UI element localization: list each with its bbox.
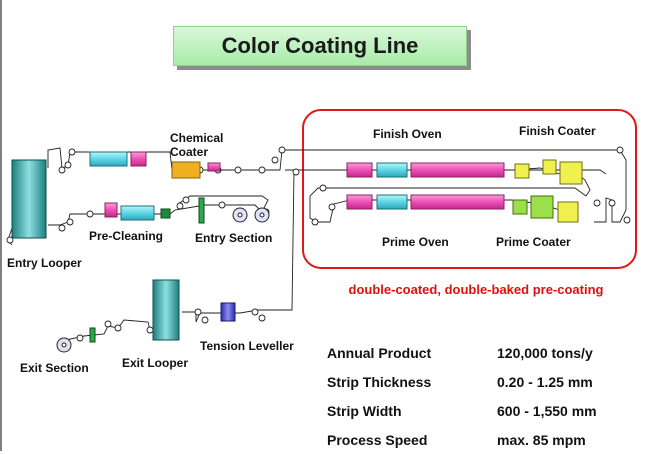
chemical-coater-pink [207, 162, 221, 172]
spec-name: Annual Product [327, 344, 432, 361]
spec-value: 0.20 - 1.25 mm [497, 373, 593, 390]
page-title: Color Coating Line [221, 33, 419, 58]
label-entry-looper: Entry Looper [7, 256, 82, 270]
spec-value: 120,000 tons/y [497, 344, 593, 361]
finish-oven-pink-main [410, 162, 505, 178]
spec-row: Process Speed max. 85 mpm [327, 425, 597, 454]
pre-cleaning-pink [104, 202, 118, 218]
prime-oven-pink-main [410, 194, 505, 210]
label-prime-oven: Prime Oven [382, 235, 449, 249]
prime-coater-2 [530, 195, 554, 219]
process-caption: double-coated, double-baked pre-coating [348, 282, 604, 297]
label-exit-looper: Exit Looper [122, 356, 189, 370]
finish-oven-cyan [376, 162, 408, 178]
label-entry-section: Entry Section [195, 231, 273, 245]
pre-cleaning-cyan [120, 205, 155, 221]
spec-row: Strip Width 600 - 1,550 mm [327, 396, 597, 425]
entry-uncoilers [232, 207, 270, 223]
pre-treatment-cyan [89, 151, 128, 167]
exit-green-bar [89, 327, 96, 343]
spec-row: Annual Product 120,000 tons/y [327, 338, 597, 367]
spec-value: max. 85 mpm [497, 431, 586, 448]
pre-cleaning-green [160, 208, 171, 219]
spec-name: Strip Thickness [327, 373, 432, 390]
label-finish-oven: Finish Oven [373, 127, 442, 141]
spec-value: 600 - 1,550 mm [497, 402, 597, 419]
chemical-coater-box [171, 161, 201, 179]
spec-name: Process Speed [327, 431, 428, 448]
label-pre-cleaning: Pre-Cleaning [89, 229, 164, 243]
prime-coater-1 [512, 199, 528, 215]
finish-oven-pink-1 [346, 162, 373, 178]
label-tension-leveller: Tension Leveller [200, 339, 294, 353]
highlight-frame [302, 109, 637, 269]
pre-treatment-pink [130, 151, 147, 167]
exit-looper [152, 279, 180, 341]
spec-name: Strip Width [327, 402, 402, 419]
prime-oven-cyan [376, 194, 408, 210]
prime-coater-3 [557, 201, 579, 223]
spec-table: Annual Product 120,000 tons/y Strip Thic… [327, 338, 597, 454]
label-prime-coater: Prime Coater [496, 235, 571, 249]
prime-oven-pink-1 [346, 194, 373, 210]
spec-row: Strip Thickness 0.20 - 1.25 mm [327, 367, 597, 396]
finish-coater-1 [514, 163, 530, 179]
finish-coater-2 [542, 159, 557, 175]
entry-green-bar [198, 197, 205, 224]
exit-recoiler [56, 337, 72, 353]
entry-looper [11, 159, 47, 239]
label-chemical-coater: Chemical Coater [170, 131, 224, 159]
label-exit-section: Exit Section [20, 361, 89, 375]
finish-coater-3 [559, 161, 583, 185]
tension-leveller-box [220, 302, 236, 322]
title-banner: Color Coating Line [173, 26, 467, 66]
label-finish-coater: Finish Coater [519, 124, 596, 138]
